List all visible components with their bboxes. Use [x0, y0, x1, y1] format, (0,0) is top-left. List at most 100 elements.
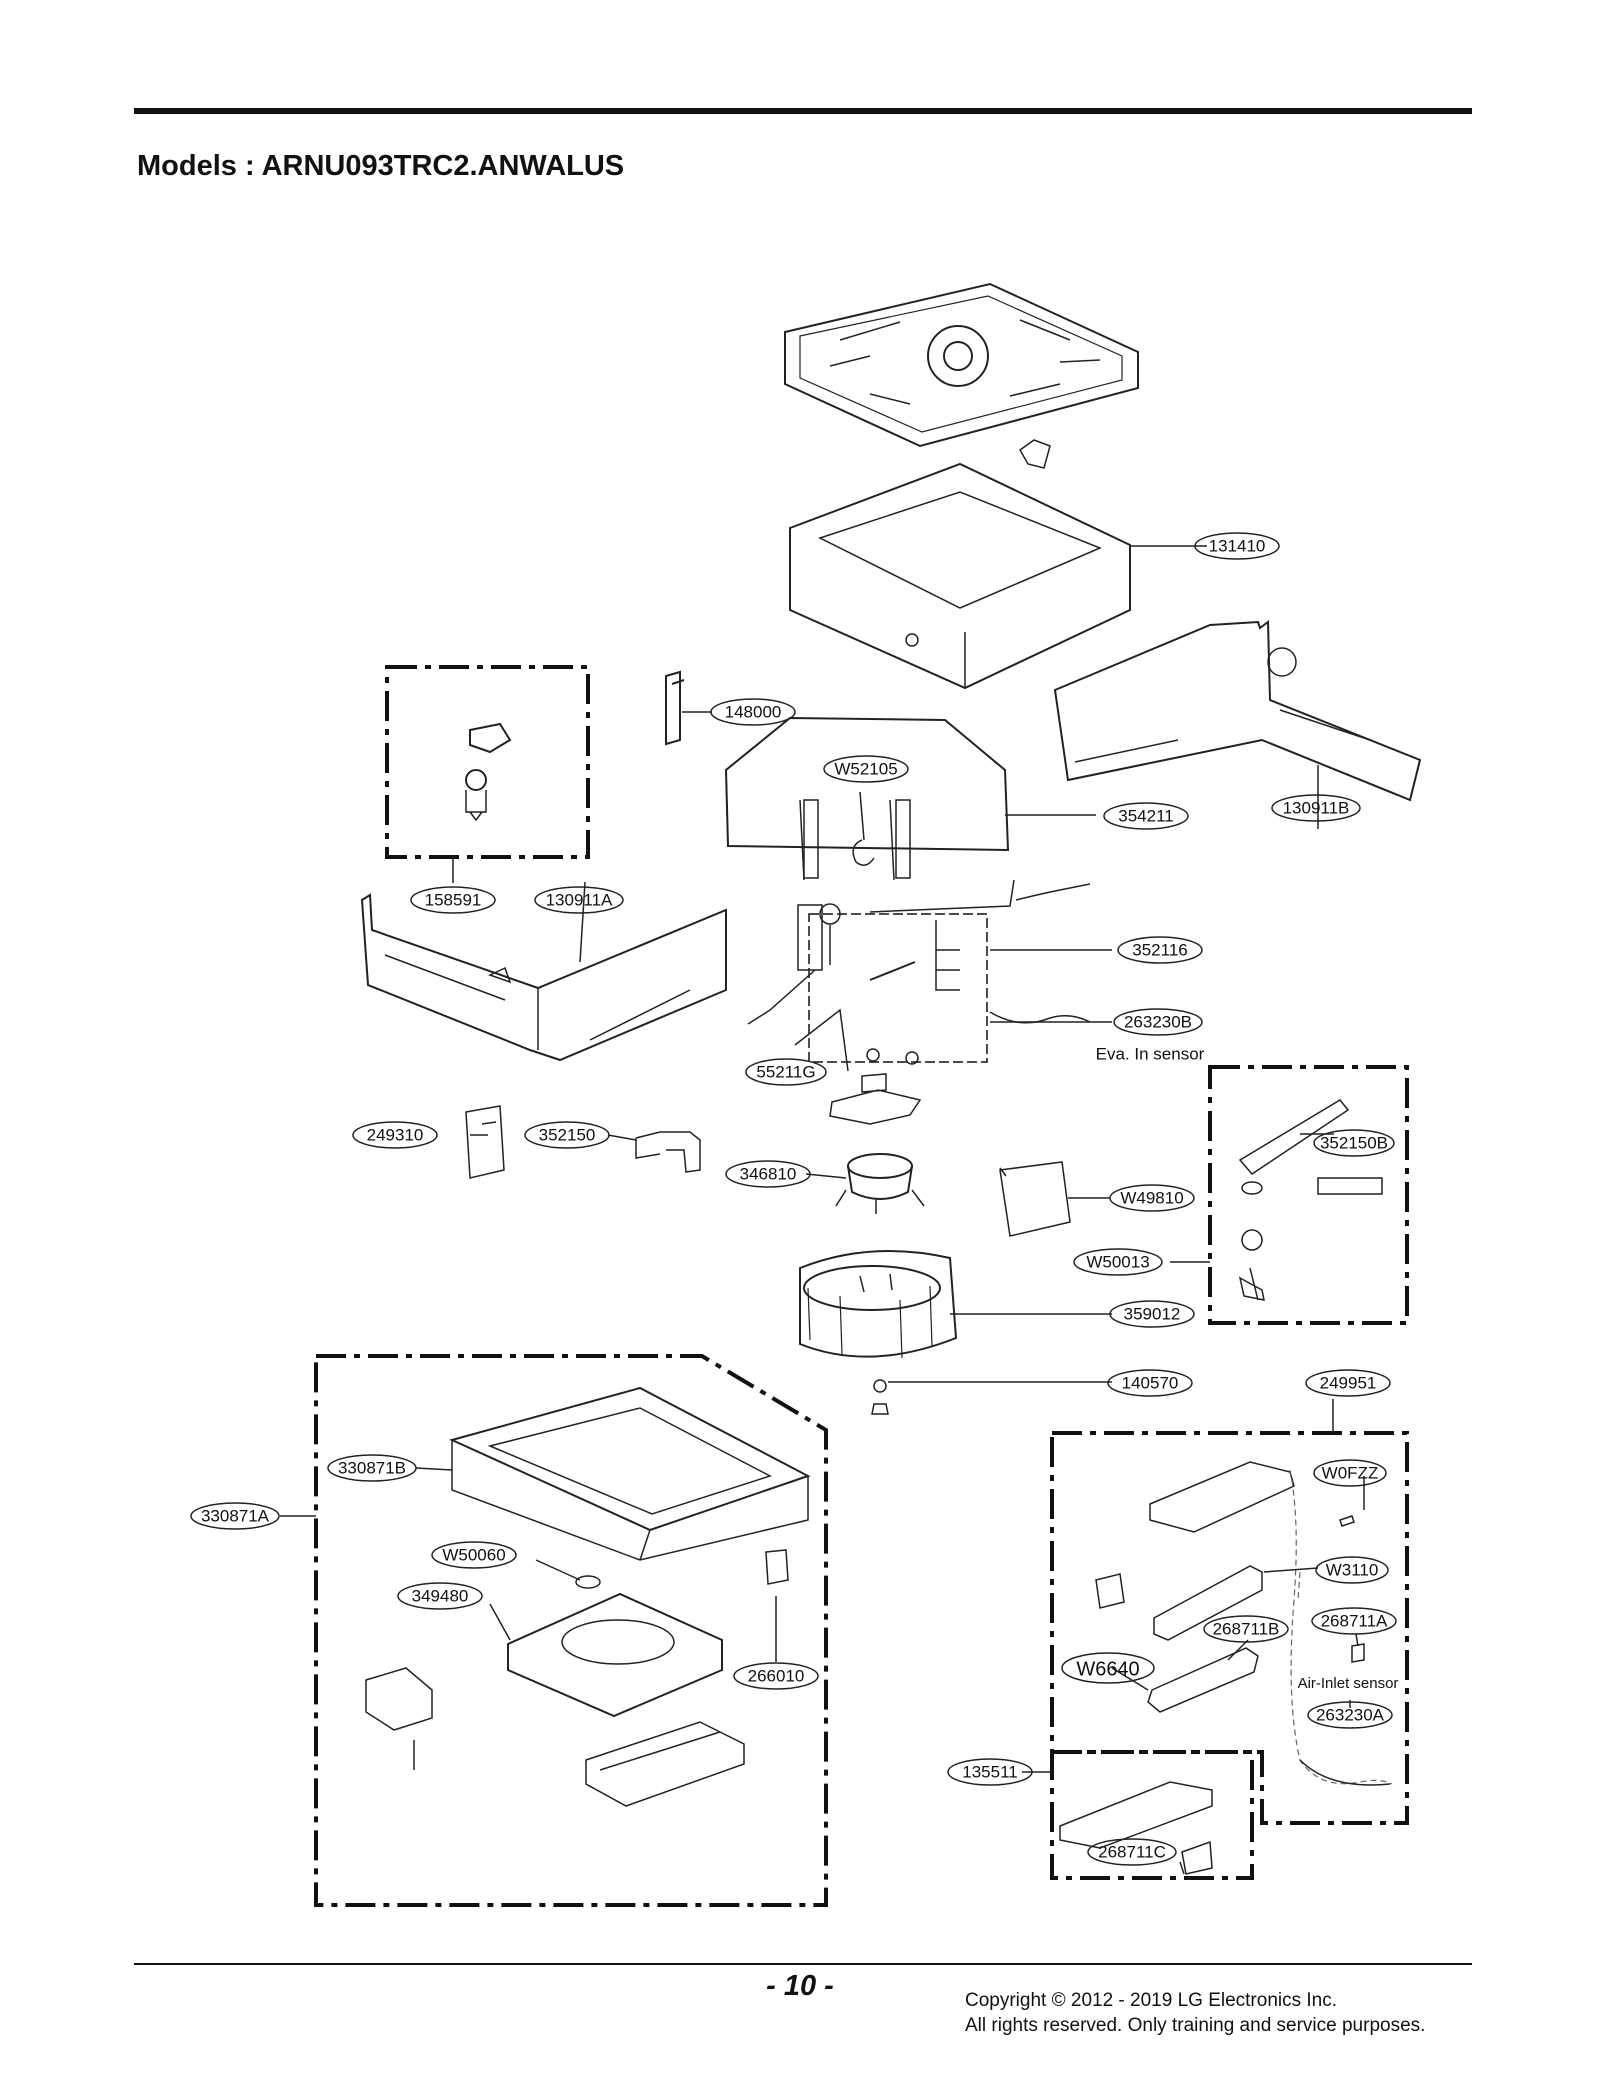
oval-263230A — [1307, 1701, 1393, 1729]
callout-W52105: W52105 — [834, 759, 897, 778]
frame-display-parts — [1050, 1750, 1254, 1880]
leader-lines — [280, 545, 1365, 1875]
callout-140570: 140570 — [1122, 1373, 1179, 1392]
callout-263230B: 263230B — [1124, 1012, 1192, 1031]
callout-131410: 131410 — [1209, 536, 1266, 555]
callout-148000: 148000 — [725, 702, 782, 721]
callout-W50013: W50013 — [1086, 1252, 1149, 1271]
callout-266010: 266010 — [748, 1666, 805, 1685]
display-pcb — [1181, 1840, 1213, 1875]
callout-330871B: 330871B — [338, 1458, 406, 1477]
callout-130911B: 130911B — [1283, 798, 1350, 817]
footer-rule — [134, 1963, 1472, 1965]
copyright-line-1: Copyright © 2012 - 2019 LG Electronics I… — [965, 1990, 1338, 2011]
callout-W50060: W50060 — [442, 1545, 505, 1564]
oval-W52105 — [823, 755, 909, 783]
oval-266010 — [733, 1662, 819, 1690]
oval-346810 — [725, 1160, 811, 1188]
motor-support — [829, 1073, 922, 1125]
oval-352150 — [524, 1121, 610, 1149]
pcb-box — [999, 1161, 1071, 1237]
oval-349480 — [397, 1582, 483, 1610]
bracket — [665, 670, 685, 746]
side-panel-b — [1053, 620, 1422, 802]
part-box-left — [365, 1667, 433, 1770]
part-266010 — [765, 1549, 789, 1640]
oval-158591 — [410, 886, 496, 914]
callout-130911A: 130911A — [546, 890, 613, 909]
page-number: - 10 - — [766, 1970, 834, 2002]
callout-249951: 249951 — [1320, 1373, 1377, 1392]
heat-exchanger — [724, 716, 1010, 881]
frame-drain-hose-kit — [1208, 1065, 1409, 1325]
oval-354211 — [1103, 802, 1189, 830]
oval-330871B — [327, 1454, 417, 1482]
turbo-fan — [799, 1249, 958, 1359]
copyright-line-2: All rights reserved. Only training and s… — [965, 2015, 1426, 2036]
callout-W0FZZ: W0FZZ — [1322, 1463, 1379, 1482]
oval-330871A — [190, 1502, 280, 1530]
callout-55211G: 55211G — [756, 1062, 815, 1081]
callout-263230A: 263230A — [1316, 1705, 1385, 1724]
fan-motor — [835, 1153, 925, 1214]
callout-249310: 249310 — [367, 1125, 424, 1144]
drain-pump-parts — [465, 722, 512, 822]
callout-135511: 135511 — [962, 1762, 1017, 1781]
oval-W50013 — [1073, 1248, 1163, 1276]
group-frames — [314, 665, 1409, 1907]
filter-tray — [585, 1721, 745, 1807]
callout-158591: 158591 — [425, 890, 482, 909]
oval-W3110 — [1315, 1556, 1389, 1584]
piping-assembly — [747, 879, 1091, 1065]
oval-140570 — [1107, 1369, 1193, 1397]
label-air-inlet-sensor: Air-Inlet sensor — [1298, 1675, 1399, 1692]
oval-W6640 — [1061, 1652, 1155, 1684]
sensor-frame — [808, 913, 988, 1063]
oval-W49810 — [1109, 1184, 1195, 1212]
oval-359012 — [1109, 1300, 1195, 1328]
callout-W49810: W49810 — [1120, 1188, 1183, 1207]
fan-guide — [507, 1592, 723, 1718]
frame-drain-parts — [385, 665, 590, 859]
oval-268711A — [1311, 1607, 1397, 1635]
label-eva-in-sensor: Eva. In sensor — [1096, 1044, 1205, 1063]
oval-55211G — [745, 1058, 827, 1086]
header-rule — [134, 108, 1472, 114]
callout-359012: 359012 — [1124, 1304, 1181, 1323]
oval-263230B — [1113, 1008, 1203, 1036]
callout-354211: 354211 — [1118, 806, 1173, 825]
nut — [871, 1403, 889, 1415]
callout-352150: 352150 — [539, 1125, 596, 1144]
switch-box — [465, 1105, 505, 1179]
drain-elbow — [635, 1131, 701, 1173]
oval-249951 — [1305, 1369, 1391, 1397]
top-plate — [784, 282, 1139, 469]
oval-148000 — [710, 698, 796, 726]
control-parts — [1095, 1461, 1393, 1786]
callout-346810: 346810 — [740, 1164, 797, 1183]
display-plate — [1059, 1781, 1213, 1849]
oval-135511 — [947, 1758, 1033, 1786]
cap-w50060 — [575, 1575, 601, 1589]
oval-131410 — [1194, 532, 1280, 560]
grille-frame — [449, 1386, 811, 1561]
callout-ovals — [190, 532, 1397, 1866]
cabinet-case — [789, 462, 1131, 690]
callout-W6640: W6640 — [1076, 1658, 1139, 1680]
sensor-kit — [1238, 1099, 1383, 1301]
part-drawings — [360, 282, 1422, 1875]
oval-W50060 — [431, 1541, 517, 1569]
callout-labels: 131410 148000 W52105 354211 130911B 1585… — [201, 536, 1398, 1861]
frame-grille-assembly — [314, 1354, 828, 1907]
washer — [873, 1379, 887, 1393]
oval-268711B — [1203, 1615, 1289, 1643]
copyright-notice: Copyright © 2012 - 2019 LG Electronics I… — [965, 1988, 1425, 2038]
callout-349480: 349480 — [412, 1586, 469, 1605]
callout-W3110: W3110 — [1326, 1560, 1379, 1579]
callout-352150B: 352150B — [1320, 1133, 1388, 1152]
oval-352116 — [1117, 936, 1203, 964]
oval-249310 — [352, 1121, 438, 1149]
page-title: Models : ARNU093TRC2.ANWALUS — [137, 150, 625, 182]
oval-268711C — [1087, 1838, 1177, 1866]
